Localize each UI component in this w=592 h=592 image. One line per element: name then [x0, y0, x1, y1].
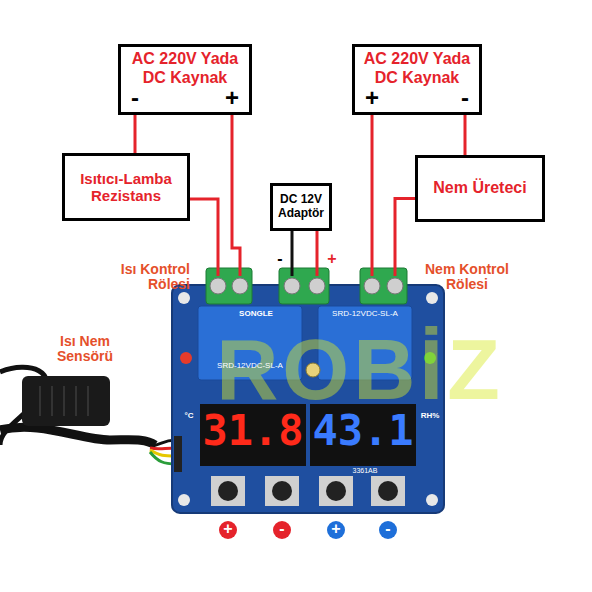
connector [134, 115, 137, 153]
relay-brand: SONGLE [226, 310, 286, 319]
polarity-sign: - [461, 87, 469, 109]
box-text: AC 220V Yada DC Kaynak [121, 50, 249, 87]
mount-hole [426, 494, 438, 506]
box-text: DC 12V Adaptör [273, 193, 329, 221]
mount-hole [178, 292, 190, 304]
relay-model: SRD-12VDC-SL-A [200, 362, 300, 371]
text-box: Nem Üreteci [415, 155, 545, 222]
wire [232, 115, 240, 276]
relay-label: Isı Kontrol Rölesi [80, 262, 190, 293]
sign-circle [219, 521, 237, 539]
box-text: AC 220V Yada DC Kaynak [355, 50, 479, 87]
button-sign: - [379, 520, 397, 538]
sensor-cable [0, 427, 155, 445]
text-box: DC 12V Adaptör [270, 183, 332, 231]
relay-model: SRD-12VDC-SL-A [318, 310, 412, 319]
sign-circle [379, 521, 397, 539]
part-number: 3361AB [340, 467, 390, 475]
watermark: ROBİZ [140, 322, 580, 417]
display-value: 43.1 [310, 408, 416, 454]
terminal-block [206, 268, 407, 304]
polarity-sign: + [365, 87, 379, 109]
text-box: AC 220V Yada DC Kaynak-+ [118, 44, 252, 115]
push-button [211, 476, 405, 506]
polarity-row: -+ [121, 87, 249, 109]
polarity-sign: + [324, 250, 340, 268]
display [200, 404, 306, 466]
wire [371, 115, 374, 276]
sensor-label: Isı Nem Sensörü [40, 334, 130, 365]
display [310, 404, 416, 466]
wire [291, 231, 294, 276]
button-sign: + [219, 520, 237, 538]
sensor-header [174, 436, 182, 472]
mount-hole [178, 494, 190, 506]
polarity-row: +- [355, 87, 479, 109]
button-sign: + [327, 520, 345, 538]
relay-label: Nem Kontrol Rölesi [412, 262, 522, 293]
led [180, 352, 192, 364]
unit-label: °C [180, 412, 198, 421]
sign-circle [327, 521, 345, 539]
sensor-grille [40, 386, 88, 416]
sign-circle [273, 521, 291, 539]
polarity-sign: - [272, 250, 288, 268]
unit-label: RH% [418, 412, 442, 421]
display-value: 31.8 [200, 408, 306, 454]
button-sign: - [273, 520, 291, 538]
box-text: Nem Üreteci [418, 179, 542, 197]
polarity-sign: + [225, 87, 239, 109]
wire [190, 199, 218, 276]
text-box: Isıtıcı-Lamba Rezistans [62, 153, 190, 221]
box-text: Isıtıcı-Lamba Rezistans [65, 170, 187, 205]
wire [316, 231, 319, 276]
wire [395, 199, 415, 277]
polarity-sign: - [131, 87, 139, 109]
sensor-body [22, 376, 110, 426]
connector [464, 115, 467, 155]
text-box: AC 220V Yada DC Kaynak+- [352, 44, 482, 115]
mount-hole [426, 292, 438, 304]
